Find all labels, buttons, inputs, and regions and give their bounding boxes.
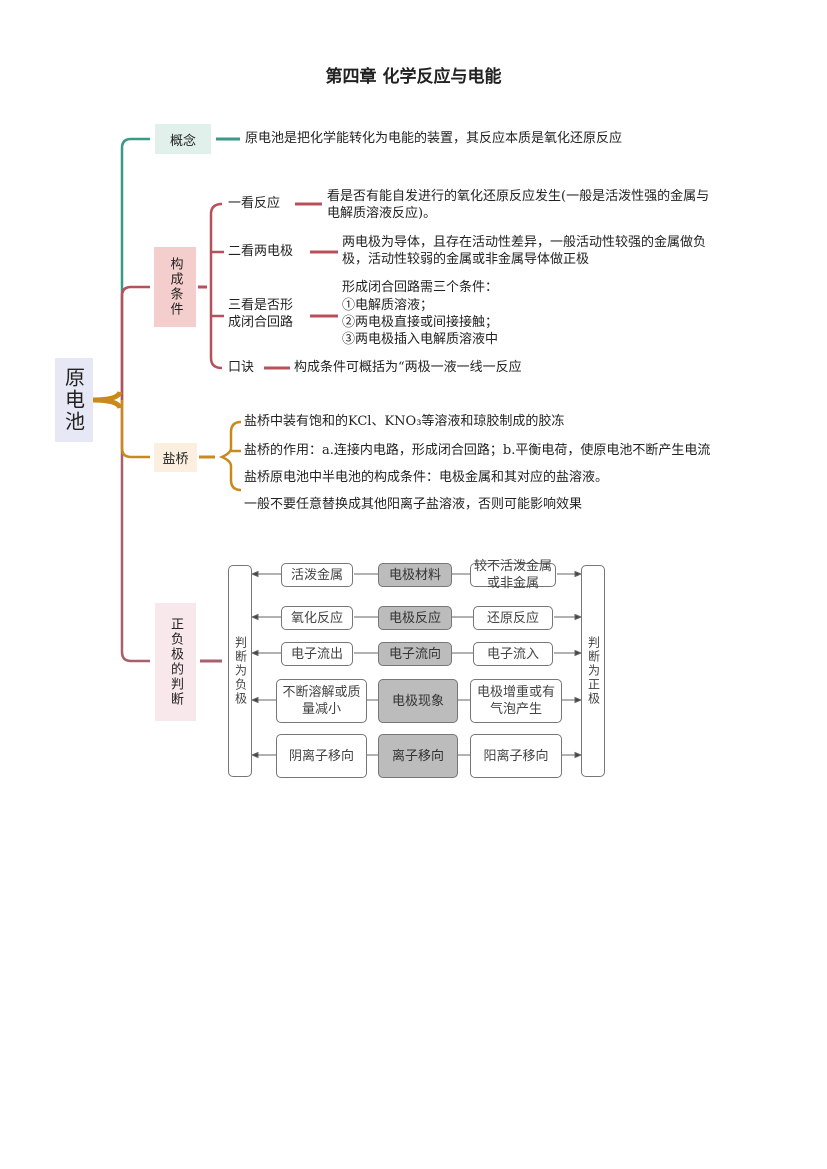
row-center-box: 电子流向 (378, 642, 452, 666)
salt-bridge-line-1: 盐桥中装有饱和的KCl、KNO₃等溶液和琼胶制成的胶冻 (244, 414, 565, 429)
arrow-icon (250, 649, 259, 657)
row-left-box: 不断溶解或质量减小 (276, 679, 367, 723)
row-left-box: 电子流出 (281, 642, 353, 666)
arrow-icon (250, 751, 259, 759)
page-title: 第四章 化学反应与电能 (325, 67, 502, 87)
row-center-box: 电极反应 (378, 606, 452, 630)
concept-text: 原电池是把化学能转化为电能的装置，其反应本质是氧化还原反应 (245, 131, 623, 146)
row-left-box: 阴离子移向 (276, 734, 367, 778)
condition-label-3b: 成闭合回路 (228, 315, 294, 330)
condition-text-3d: ③两电极插入电解质溶液中 (342, 332, 499, 347)
root-node: 原电池 (55, 358, 93, 442)
row-right-box: 还原反应 (473, 606, 553, 630)
row-right-box: 电子流入 (473, 642, 553, 666)
arrow-icon (574, 751, 583, 759)
negative-box: 判断为负极 (228, 565, 252, 777)
row-right-box: 阳离子移向 (470, 734, 562, 778)
condition-label-2: 二看两电极 (228, 244, 294, 259)
conditions-node: 构成条件 (154, 247, 196, 327)
salt-bridge-line-3: 盐桥原电池中半电池的构成条件：电极金属和其对应的盐溶液。 (244, 470, 609, 485)
concept-node: 概念 (155, 124, 211, 154)
condition-text-3a: 形成闭合回路需三个条件： (342, 280, 499, 295)
row-left-box: 氧化反应 (281, 606, 353, 630)
arrow-icon (250, 570, 259, 578)
condition-text-2a: 两电极为导体，且存在活动性差异，一般活动性较强的金属做负 (342, 235, 707, 250)
row-right-box: 较不活泼金属或非金属 (470, 559, 556, 591)
row-center-box: 电极材料 (378, 563, 452, 587)
positive-box: 判断为正极 (581, 565, 605, 777)
condition-text-1a: 看是否有能自发进行的氧化还原反应发生(一般是活泼性强的金属与 (327, 189, 710, 204)
condition-text-2b: 极，活动性较弱的金属或非金属导体做正极 (342, 252, 590, 267)
salt-bridge-line-4: 一般不要任意替换成其他阳离子盐溶液，否则可能影响效果 (244, 497, 583, 512)
row-left-box: 活泼金属 (281, 563, 353, 587)
condition-text-3c: ②两电极直接或间接接触； (342, 315, 499, 330)
condition-label-4: 口诀 (228, 360, 255, 375)
arrow-icon (250, 613, 259, 621)
arrow-icon (574, 649, 583, 657)
condition-text-3b: ①电解质溶液； (342, 298, 434, 313)
judge-node: 正负极的判断 (155, 603, 196, 721)
condition-label-1: 一看反应 (228, 196, 281, 211)
salt-bridge-line-2: 盐桥的作用：a.连接内电路，形成闭合回路；b.平衡电荷，使原电池不断产生电流 (244, 443, 711, 458)
row-center-box: 离子移向 (378, 734, 458, 778)
row-right-box: 电极增重或有气泡产生 (470, 679, 562, 723)
row-center-box: 电极现象 (378, 679, 458, 723)
arrow-icon (250, 696, 259, 704)
condition-label-3a: 三看是否形 (228, 298, 294, 313)
salt-bridge-node: 盐桥 (154, 443, 197, 472)
arrow-icon (574, 570, 583, 578)
arrow-icon (574, 613, 583, 621)
condition-text-1b: 电解质溶液反应)。 (327, 206, 437, 221)
arrow-icon (574, 696, 583, 704)
condition-text-4: 构成条件可概括为“两极一液一线一反应 (294, 360, 522, 375)
